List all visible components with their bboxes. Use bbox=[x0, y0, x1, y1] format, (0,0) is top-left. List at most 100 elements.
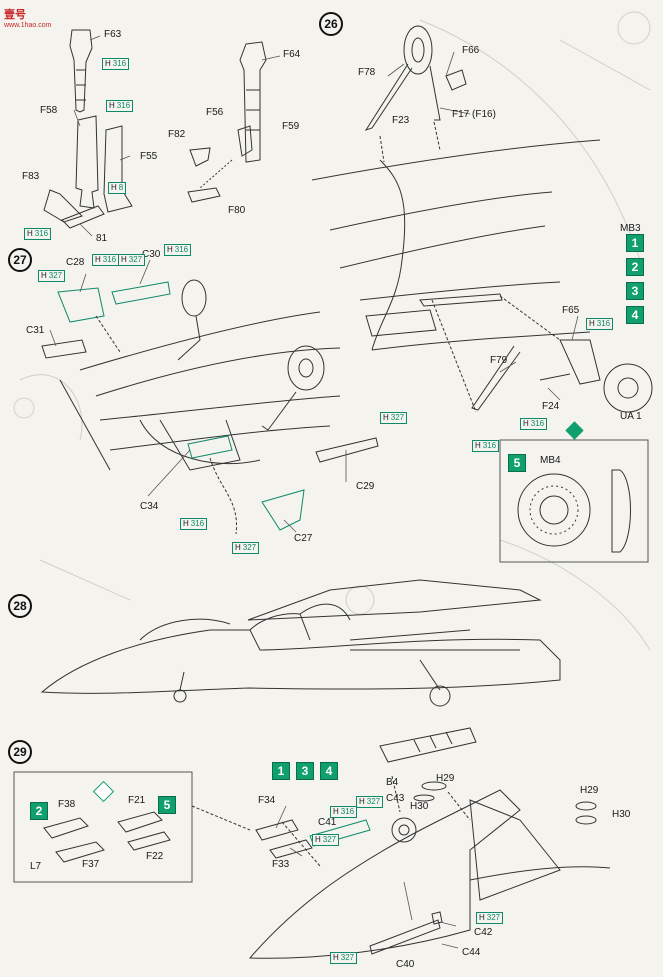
paint-prefix: H bbox=[27, 229, 33, 238]
paint-prefix: H bbox=[105, 59, 111, 68]
site-logo: 壹号 www.1hao.com bbox=[4, 6, 51, 29]
leader-lines bbox=[49, 35, 579, 949]
paint-number: 327 bbox=[340, 953, 355, 962]
paint-number: 316 bbox=[34, 229, 49, 238]
part-label-f23: F23 bbox=[392, 115, 410, 126]
wheel-inset-box bbox=[499, 439, 649, 563]
part-label-c42: C42 bbox=[474, 927, 493, 938]
part-label-h29: H29 bbox=[436, 773, 455, 784]
store-inset-box bbox=[13, 771, 193, 883]
paint-number: 327 bbox=[390, 413, 405, 422]
step-26-badge: 26 bbox=[319, 12, 343, 36]
part-label-b4: B4 bbox=[386, 777, 399, 788]
paint-prefix: H bbox=[333, 807, 339, 816]
paint-prefix: H bbox=[167, 245, 173, 254]
paint-prefix: H bbox=[121, 255, 127, 264]
paint-prefix: H bbox=[359, 797, 365, 806]
part-label-c30: C30 bbox=[142, 249, 161, 260]
option-2-badge: 2 bbox=[626, 258, 644, 276]
part-label-f33: F33 bbox=[272, 859, 290, 870]
option-2-badge: 2 bbox=[30, 802, 48, 820]
part-label-h29-right: H29 bbox=[580, 785, 599, 796]
part-label-c43: C43 bbox=[386, 793, 405, 804]
external-stores-parts bbox=[43, 805, 251, 863]
part-label-h30: H30 bbox=[410, 801, 429, 812]
paint-prefix: H bbox=[183, 519, 189, 528]
option-4-badge: 4 bbox=[320, 762, 338, 780]
fuselage-underside-26 bbox=[311, 25, 653, 413]
paint-prefix: H bbox=[523, 419, 529, 428]
paint-number: 316 bbox=[174, 245, 189, 254]
part-label-f21: F21 bbox=[128, 795, 146, 806]
paint-number: 316 bbox=[116, 101, 131, 110]
part-label-f82: F82 bbox=[168, 129, 186, 140]
paint-prefix: H bbox=[333, 953, 339, 962]
step-29-badge: 29 bbox=[8, 740, 32, 764]
logo-text: 壹号 bbox=[4, 9, 26, 21]
part-label-mb4: MB4 bbox=[540, 455, 561, 466]
part-label-f37: F37 bbox=[82, 859, 100, 870]
option-4-badge: 4 bbox=[626, 306, 644, 324]
step-28-badge: 28 bbox=[8, 594, 32, 618]
part-label-ua1: UA 1 bbox=[620, 411, 642, 422]
part-label-c27: C27 bbox=[294, 533, 313, 544]
paint-prefix: H bbox=[41, 271, 47, 280]
part-label-f79: F79 bbox=[490, 355, 508, 366]
logo-url: www.1hao.com bbox=[4, 22, 52, 29]
paint-number: 8 bbox=[118, 183, 124, 192]
paint-number: 316 bbox=[102, 255, 117, 264]
part-label-f80: F80 bbox=[228, 205, 246, 216]
part-label-f22: F22 bbox=[146, 851, 164, 862]
paint-number: 327 bbox=[242, 543, 257, 552]
part-label-c40: C40 bbox=[396, 959, 415, 970]
part-label-f83: F83 bbox=[22, 171, 40, 182]
part-label-c34: C34 bbox=[140, 501, 159, 512]
wheel-mb4 bbox=[517, 473, 591, 547]
gear-parts-upper-left bbox=[43, 29, 267, 229]
paint-number: 316 bbox=[482, 441, 497, 450]
part-label-f24: F24 bbox=[542, 401, 560, 412]
option-5-badge: 5 bbox=[508, 454, 526, 472]
aircraft-side-view-28 bbox=[40, 579, 561, 707]
paint-prefix: H bbox=[589, 319, 595, 328]
part-label-c29: C29 bbox=[356, 481, 375, 492]
paint-number: 327 bbox=[366, 797, 381, 806]
paint-prefix: H bbox=[235, 543, 241, 552]
paint-prefix: H bbox=[109, 101, 115, 110]
paint-prefix: H bbox=[383, 413, 389, 422]
part-label-f56: F56 bbox=[206, 107, 224, 118]
part-label-l7: L7 bbox=[30, 861, 42, 872]
paint-number: 316 bbox=[112, 59, 127, 68]
paint-prefix: H bbox=[111, 183, 117, 192]
part-label-81: 81 bbox=[96, 233, 108, 244]
paint-number: 327 bbox=[486, 913, 501, 922]
background-ghost-drawing bbox=[13, 11, 651, 651]
option-5-badge: 5 bbox=[158, 796, 176, 814]
part-label-f34: F34 bbox=[258, 795, 276, 806]
paint-number: 316 bbox=[596, 319, 611, 328]
part-label-f78: F78 bbox=[358, 67, 376, 78]
option-1-badge: 1 bbox=[272, 762, 290, 780]
part-label-h30-right: H30 bbox=[612, 809, 631, 820]
part-label-f64: F64 bbox=[283, 49, 301, 60]
part-label-f65: F65 bbox=[562, 305, 580, 316]
paint-number: 327 bbox=[48, 271, 63, 280]
part-label-f38: F38 bbox=[58, 799, 76, 810]
